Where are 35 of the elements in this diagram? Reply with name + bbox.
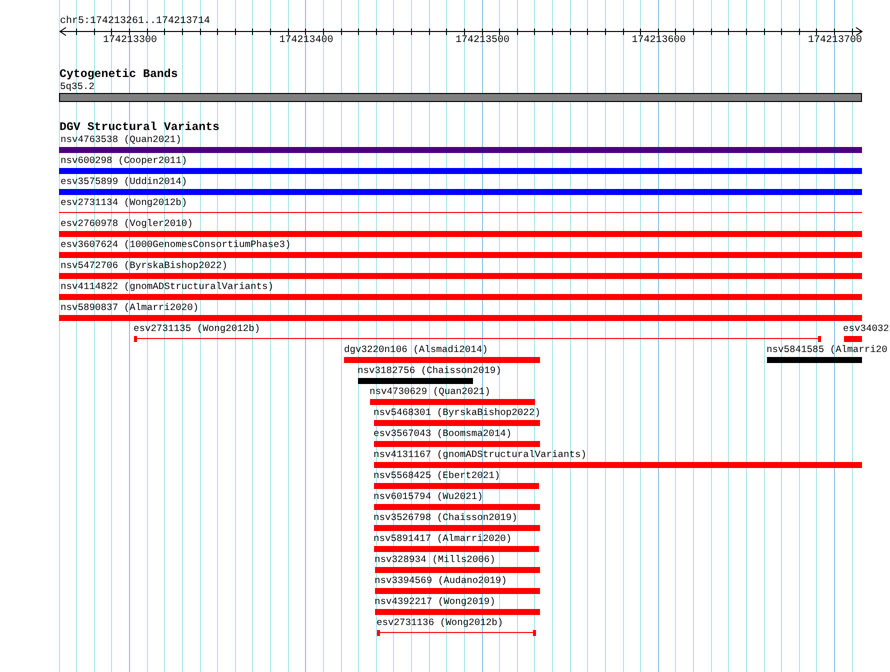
feature-label: nsv4763538 (Quan2021) <box>60 134 182 145</box>
feature-label: nsv600298 (Cooper2011) <box>60 155 188 166</box>
feature-label: nsv5472706 (ByrskaBishop2022) <box>60 260 228 271</box>
track-title: Cytogenetic Bands <box>60 68 178 80</box>
feature-label: nsv5891417 (Almarri2020) <box>374 533 512 544</box>
location-label: chr5:174213261..174213714 <box>60 16 210 26</box>
feature-label: esv3575899 (Uddin2014) <box>60 176 188 187</box>
feature-label: nsv328934 (Mills2006) <box>374 554 496 565</box>
feature-label: nsv6015794 (Wu2021) <box>374 491 483 502</box>
feature-label: nsv3182756 (Chaisson2019) <box>358 365 502 376</box>
feature-label: esv34032 <box>843 323 890 334</box>
feature-label: esv2731136 (Wong2012b) <box>376 617 504 628</box>
feature-label: nsv3526798 (Chaisson2019) <box>374 512 518 523</box>
feature-label: nsv3394569 (Audano2019) <box>374 575 507 586</box>
tick-label: 174213400 <box>279 35 334 46</box>
tick-label: 174213700 <box>808 35 862 46</box>
feature-label: nsv5841585 (Almarri20 <box>766 344 888 355</box>
feature-label: nsv4730629 (Quan2021) <box>370 386 490 397</box>
tick-label: 174213500 <box>456 35 510 46</box>
feature-label: esv3567043 (Boomsma2014) <box>374 428 512 439</box>
feature-label: esv2731134 (Wong2012b) <box>60 197 188 208</box>
band-label: 5q35.2 <box>60 80 95 92</box>
tick-label: 174213600 <box>632 35 686 46</box>
feature-label: esv3607624 (1000GenomesConsortiumPhase3) <box>60 239 291 250</box>
feature-label: nsv4131167 (gnomADStructuralVariants) <box>374 449 587 460</box>
feature-label: nsv4392217 (Wong2019) <box>374 596 496 607</box>
feature-label: nsv5890837 (Almarri2020) <box>60 302 199 313</box>
tick-label: 174213300 <box>103 35 157 46</box>
feature-label: esv2731135 (Wong2012b) <box>134 323 260 334</box>
feature-label: nsv5468301 (ByrskaBishop2022) <box>374 407 540 418</box>
feature-label: nsv4114822 (gnomADStructuralVariants) <box>60 281 274 292</box>
feature-label: nsv5568425 (Ebert2021) <box>374 470 500 481</box>
track-title: DGV Structural Variants <box>60 121 220 134</box>
feature-label: esv2760978 (Vogler2010) <box>60 218 193 229</box>
feature-label: dgv3220n106 (Alsmadi2014) <box>344 344 488 355</box>
